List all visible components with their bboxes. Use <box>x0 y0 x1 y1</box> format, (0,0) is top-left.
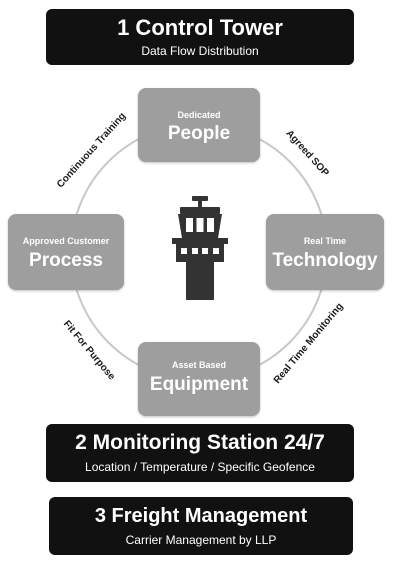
control-tower-icon <box>172 196 228 300</box>
equipment-caption: Asset Based <box>171 360 227 370</box>
freight-management-subtitle: Carrier Management by LLP <box>125 533 277 547</box>
people-caption: Dedicated <box>177 110 221 120</box>
process-caption: Approved Customer <box>22 236 110 246</box>
equipment-label: Equipment <box>149 374 249 395</box>
process-node: Approved Customer Process <box>8 214 124 290</box>
control-tower-banner: 1 Control Tower Data Flow Distribution <box>46 9 354 65</box>
control-tower-subtitle: Data Flow Distribution <box>141 44 259 58</box>
technology-label: Technology <box>272 250 378 271</box>
control-tower-title: 1 Control Tower <box>117 15 283 40</box>
monitoring-station-subtitle: Location / Temperature / Specific Geofen… <box>85 460 315 474</box>
monitoring-station-banner: 2 Monitoring Station 24/7 Location / Tem… <box>46 424 354 482</box>
technology-caption: Real Time <box>303 236 347 246</box>
equipment-node: Asset Based Equipment <box>138 342 260 416</box>
freight-management-banner: 3 Freight Management Carrier Management … <box>49 497 353 555</box>
freight-management-title: 3 Freight Management <box>94 505 308 527</box>
monitoring-station-title: 2 Monitoring Station 24/7 <box>75 431 325 454</box>
technology-node: Real Time Technology <box>266 214 384 290</box>
people-label: People <box>167 123 231 144</box>
process-label: Process <box>29 250 103 271</box>
people-node: Dedicated People <box>138 88 260 162</box>
